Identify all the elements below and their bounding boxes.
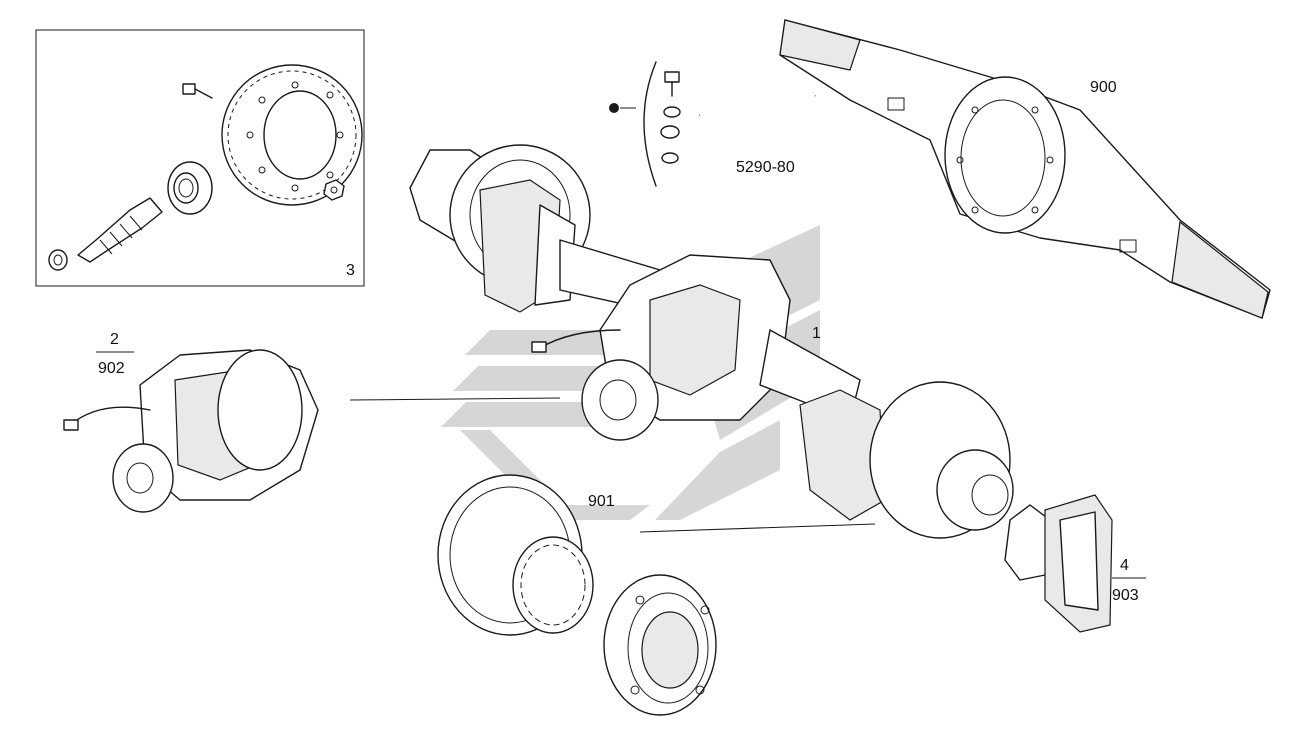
- label-caliper-num: 4: [1120, 557, 1129, 574]
- leader-line-differential: [349, 397, 561, 401]
- differential-unit: 2 902: [63, 331, 319, 513]
- leader-line-disc: [639, 523, 876, 533]
- label-caliper-den: 903: [1112, 587, 1139, 604]
- axle-housing: 900: [779, 19, 1271, 319]
- label-breather-kit: 5290-80: [736, 159, 795, 176]
- brake-caliper: 4 903: [1004, 494, 1146, 633]
- label-brake-disc: 901: [588, 493, 615, 510]
- label-differential-num: 2: [110, 331, 119, 348]
- label-axle-assembly: 1: [812, 325, 821, 342]
- main-axle-assembly: 1: [409, 144, 1014, 539]
- label-axle-housing: 900: [1090, 79, 1117, 96]
- nut-part: [323, 179, 345, 201]
- bearing-part: [167, 161, 213, 215]
- label-differential-den: 902: [98, 360, 125, 377]
- bolt-part: [182, 83, 213, 99]
- label-inset-kit: 3: [346, 262, 355, 279]
- pinion-nut: [48, 249, 68, 271]
- wheel-hub: [603, 574, 717, 716]
- pinion-shaft: [77, 197, 163, 263]
- inset-kit-box: 3: [35, 29, 365, 287]
- breather-kit: 5290-80: [609, 61, 816, 187]
- brake-disc: 901: [437, 474, 615, 636]
- ring-gear: [221, 64, 363, 206]
